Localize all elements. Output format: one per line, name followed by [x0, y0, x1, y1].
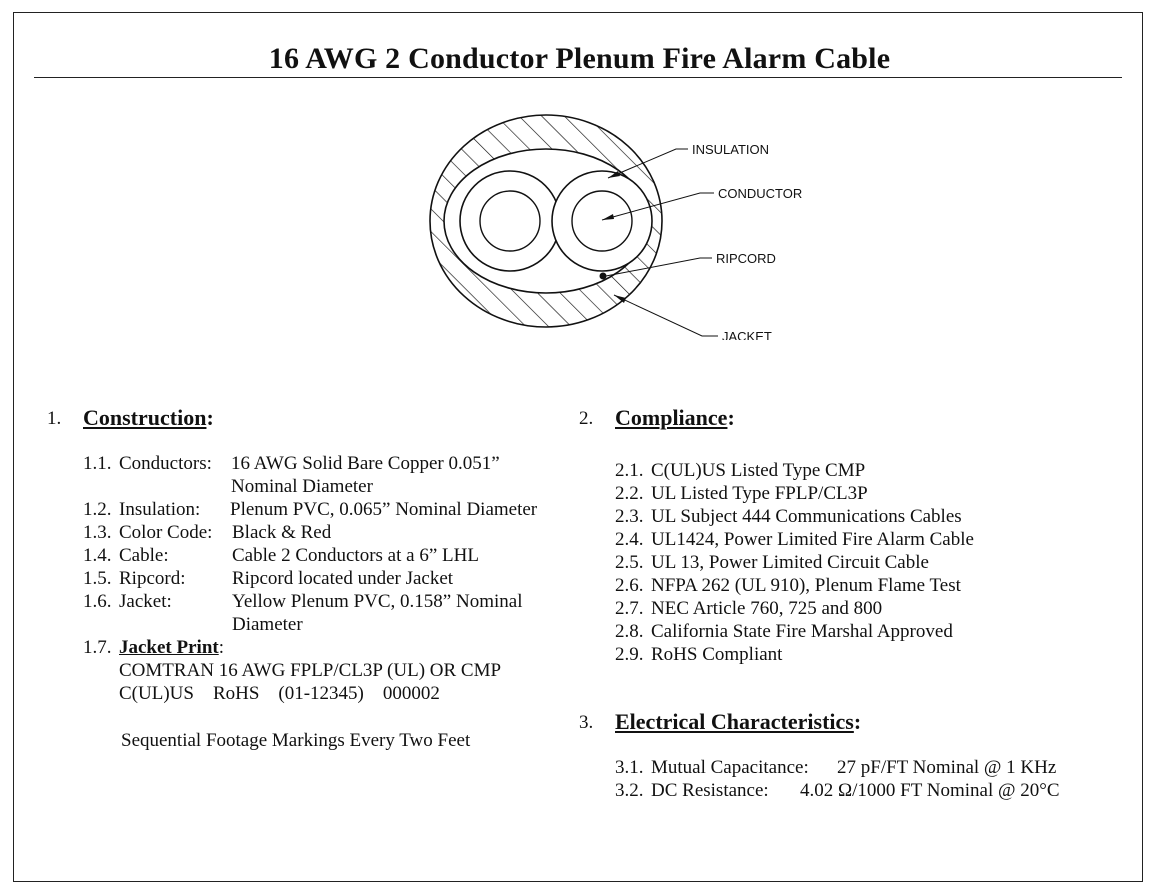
construction-item-num: 1.2.	[83, 499, 112, 520]
compliance-item-text: NFPA 262 (UL 910), Plenum Flame Test	[651, 575, 961, 596]
compliance-item-num: 2.6.	[615, 575, 644, 596]
compliance-item-num: 2.9.	[615, 644, 644, 665]
page-title: 16 AWG 2 Conductor Plenum Fire Alarm Cab…	[268, 42, 891, 75]
construction-item-label: Color Code:	[119, 522, 213, 543]
construction-item-value: Ripcord located under Jacket	[232, 568, 454, 589]
electrical-item-label: Mutual Capacitance:	[651, 757, 809, 778]
jacket-leader	[613, 294, 718, 337]
construction-item-num: 1.1.	[83, 453, 112, 474]
title-divider	[34, 77, 1122, 78]
construction-number: 1.	[47, 408, 62, 429]
compliance-item-num: 2.8.	[615, 621, 644, 642]
compliance-item-text: UL 13, Power Limited Circuit Cable	[651, 552, 929, 573]
construction-item-value: Cable 2 Conductors at a 6” LHL	[232, 545, 479, 566]
construction-item-label: Cable:	[119, 545, 169, 566]
conductor-label: CONDUCTOR	[718, 186, 802, 201]
construction-item-label: Insulation:	[119, 499, 201, 520]
jacket-label: JACKET	[722, 329, 772, 340]
compliance-heading: Compliance:	[615, 405, 735, 430]
compliance-item-text: NEC Article 760, 725 and 800	[651, 598, 883, 619]
electrical-item-value: 27 pF/FT Nominal @ 1 KHz	[837, 757, 1057, 778]
jacket-print-heading: Jacket Print:	[119, 637, 225, 658]
construction-item-num: 1.3.	[83, 522, 112, 543]
cable-cross-section-diagram: INSULATION CONDUCTOR RIPCORD JACKET	[429, 114, 802, 340]
insulation-label: INSULATION	[692, 142, 769, 157]
compliance-item-text: California State Fire Marshal Approved	[651, 621, 953, 642]
compliance-item-text: UL1424, Power Limited Fire Alarm Cable	[651, 529, 974, 550]
jacket-print-line: C(UL)US RoHS (01-12345) 000002	[119, 683, 440, 704]
right-conductor	[571, 190, 633, 252]
compliance-item-num: 2.5.	[615, 552, 644, 573]
insulation-leader	[607, 148, 688, 179]
ripcord-leader	[605, 257, 712, 277]
electrical-item-num: 3.2.	[615, 780, 644, 801]
compliance-item-text: RoHS Compliant	[651, 644, 783, 665]
construction-item-label: Conductors:	[119, 453, 212, 474]
construction-item-label: Ripcord:	[119, 568, 186, 589]
electrical-item-label: DC Resistance:	[651, 780, 769, 801]
construction-item-value: Plenum PVC, 0.065” Nominal Diameter	[230, 499, 538, 520]
construction-item-value-cont: Nominal Diameter	[231, 476, 373, 497]
construction-heading: Construction:	[83, 405, 214, 430]
construction-item-value: 16 AWG Solid Bare Copper 0.051”	[231, 453, 500, 474]
compliance-item-num: 2.2.	[615, 483, 644, 504]
jacket-print-num: 1.7.	[83, 637, 112, 658]
compliance-item-text: UL Subject 444 Communications Cables	[651, 506, 962, 527]
compliance-item-num: 2.7.	[615, 598, 644, 619]
construction-item-num: 1.6.	[83, 591, 112, 612]
electrical-heading: Electrical Characteristics:	[615, 709, 862, 734]
electrical-item-value: 4.02 Ω/1000 FT Nominal @ 20°C	[800, 780, 1060, 801]
compliance-number: 2.	[579, 408, 594, 429]
jacket-print-line: COMTRAN 16 AWG FPLP/CL3P (UL) OR CMP	[119, 660, 502, 681]
construction-item-value-cont: Diameter	[232, 614, 303, 635]
footage-markings-note: Sequential Footage Markings Every Two Fe…	[121, 730, 471, 751]
ripcord-dot	[599, 272, 607, 280]
compliance-item-num: 2.4.	[615, 529, 644, 550]
compliance-item-num: 2.1.	[615, 460, 644, 481]
construction-item-value: Yellow Plenum PVC, 0.158” Nominal	[232, 591, 523, 612]
construction-item-num: 1.4.	[83, 545, 112, 566]
electrical-number: 3.	[579, 712, 594, 733]
left-conductor	[479, 190, 541, 252]
construction-item-num: 1.5.	[83, 568, 112, 589]
compliance-item-text: C(UL)US Listed Type CMP	[651, 460, 866, 481]
ripcord-label: RIPCORD	[716, 251, 776, 266]
construction-item-label: Jacket:	[119, 591, 172, 612]
conductor-leader	[601, 192, 714, 221]
compliance-item-text: UL Listed Type FPLP/CL3P	[651, 483, 868, 504]
compliance-item-num: 2.3.	[615, 506, 644, 527]
electrical-item-num: 3.1.	[615, 757, 644, 778]
construction-item-value: Black & Red	[232, 522, 332, 543]
